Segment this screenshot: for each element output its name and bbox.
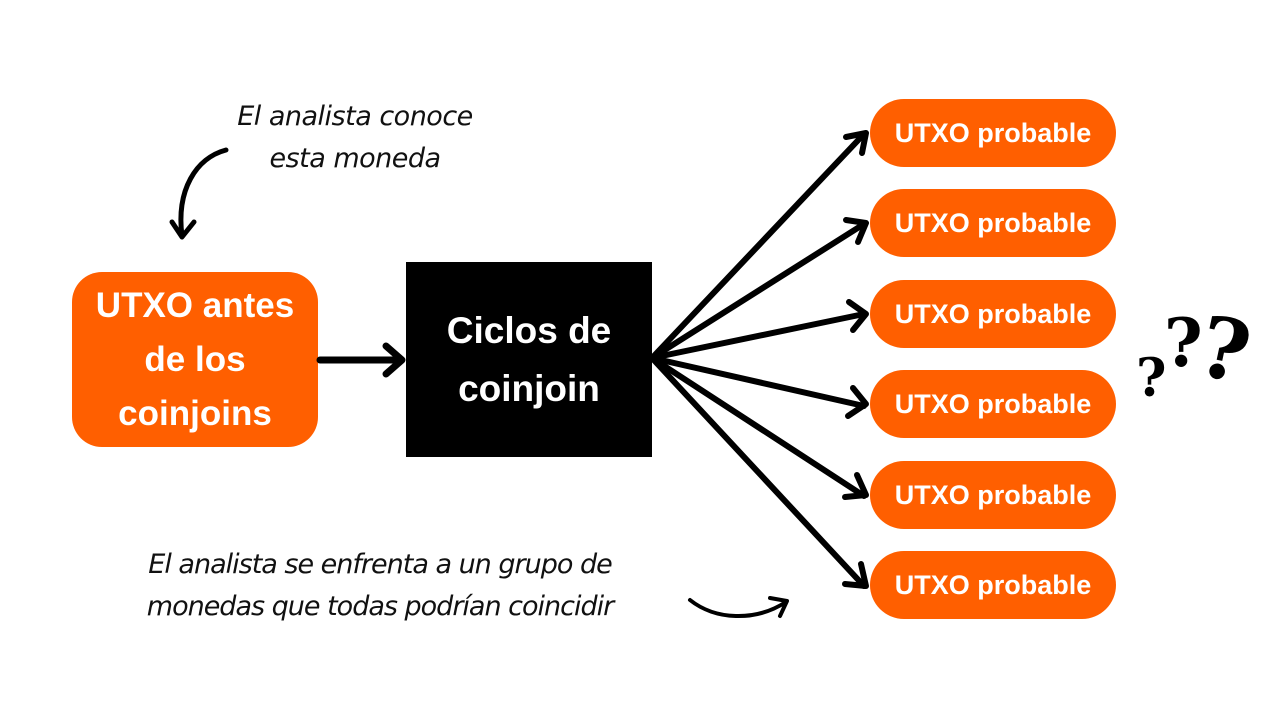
node-label: coinjoin xyxy=(458,367,600,409)
output-utxo-node: UTXO probable xyxy=(870,189,1116,257)
annotation-known-coin: El analista conoce esta moneda xyxy=(210,96,500,180)
annotation-line: esta moneda xyxy=(269,143,441,174)
output-utxo-node: UTXO probable xyxy=(870,280,1116,348)
fan-out-arrows xyxy=(649,130,869,589)
annotation-line: monedas que todas podrían coincidir xyxy=(146,591,614,622)
annotation-candidate-set: El analista se enfrenta a un grupo de mo… xyxy=(110,544,650,628)
output-utxo-node: UTXO probable xyxy=(870,461,1116,529)
source-utxo-node: UTXO antes de los coinjoins xyxy=(72,272,318,447)
output-utxo-node: UTXO probable xyxy=(870,99,1116,167)
output-utxo-node: UTXO probable xyxy=(870,551,1116,619)
node-label: UTXO antes xyxy=(95,285,295,325)
node-label: Ciclos de xyxy=(446,309,612,351)
question-mark: ? xyxy=(1136,348,1167,409)
node-label: de los xyxy=(144,339,246,379)
coinjoin-cycles-node: Ciclos de coinjoin xyxy=(406,262,652,457)
curved-arrow-right-icon xyxy=(688,596,789,619)
annotation-line: El analista se enfrenta a un grupo de xyxy=(148,549,612,580)
question-mark: ? xyxy=(1164,304,1203,382)
output-utxo-node: UTXO probable xyxy=(870,370,1116,438)
question-marks-icon: ? ? ? xyxy=(1130,296,1260,420)
arrow-right-icon xyxy=(316,342,406,378)
annotation-line: El analista conoce xyxy=(237,101,473,132)
node-label: coinjoins xyxy=(118,393,272,433)
